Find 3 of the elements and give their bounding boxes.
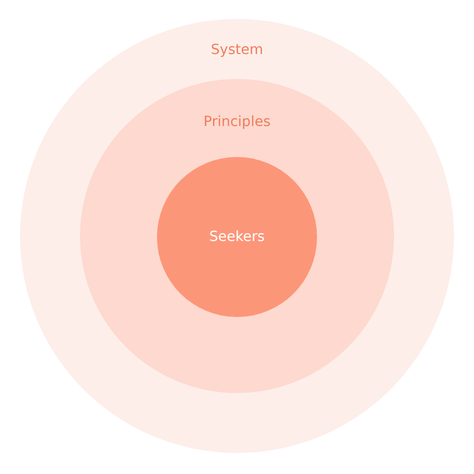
circle-label: Principles: [204, 113, 270, 131]
circle-label: System: [210, 41, 264, 59]
circle-label: Seekers: [209, 228, 265, 246]
